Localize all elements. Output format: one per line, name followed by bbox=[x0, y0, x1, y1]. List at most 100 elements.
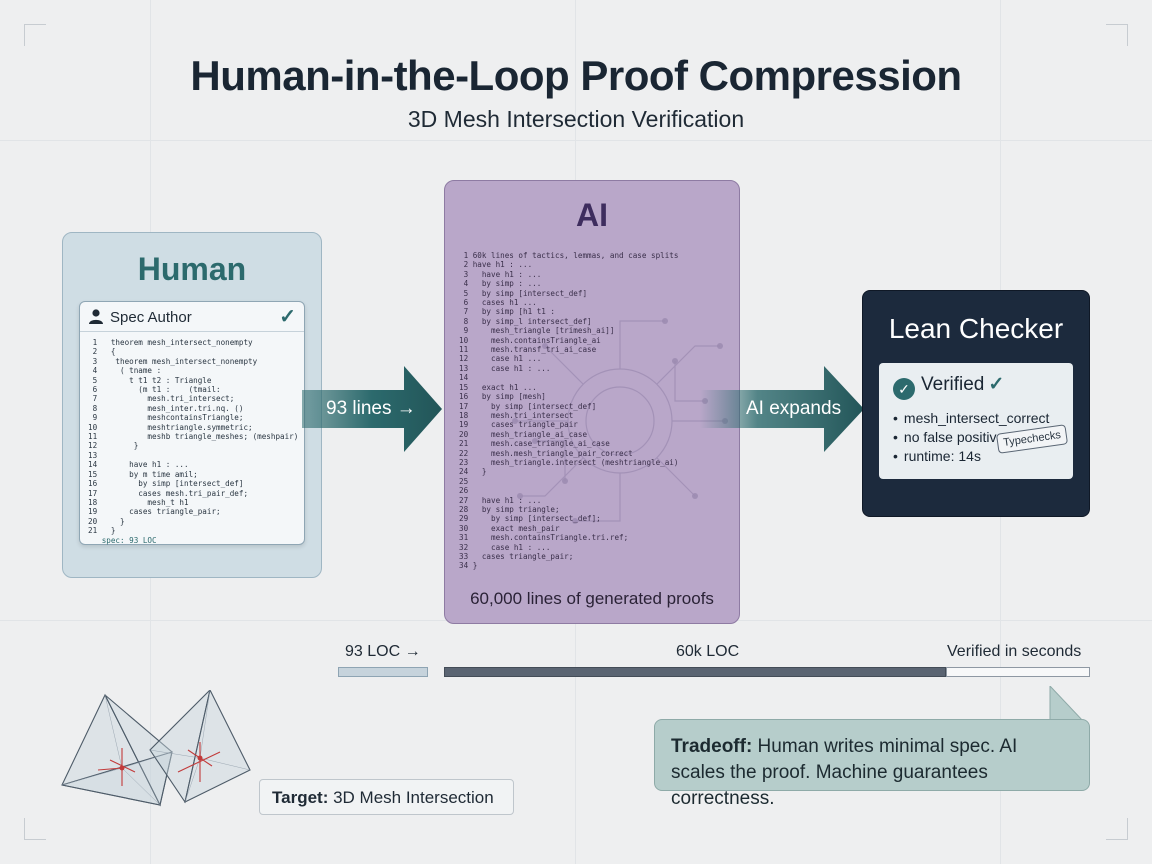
code-line: 26 bbox=[459, 486, 473, 496]
code-line: 15 exact h1 ... bbox=[459, 382, 537, 392]
spec-author-card: Spec Author ✓ 1 theorem mesh_intersect_n… bbox=[79, 301, 305, 545]
timeline-middle-label: 60k LOC bbox=[676, 643, 740, 660]
code-line: 25 bbox=[459, 476, 473, 486]
code-line: 7 mesh.tri_intersect; bbox=[88, 394, 235, 404]
corner-mark bbox=[24, 818, 46, 840]
code-line: 8 mesh_inter.tri.nq. () bbox=[88, 403, 244, 413]
code-line: 4 by simp : ... bbox=[459, 279, 542, 289]
code-line: 12 } bbox=[88, 441, 139, 451]
code-line: 13 case h1 : ... bbox=[459, 363, 551, 373]
code-line: 16 by simp [intersect_def] bbox=[88, 479, 244, 489]
code-line: 11 mesh.transf_tri_ai_case bbox=[459, 345, 597, 355]
code-line: 28 by simp triangle; bbox=[459, 504, 560, 514]
code-line: 20 mesh_triangle_ai_case bbox=[459, 429, 588, 439]
code-line: 18 mesh.tri_intersect bbox=[459, 410, 574, 420]
code-line: 6 cases h1 ... bbox=[459, 298, 537, 308]
spec-code-block: 1 theorem mesh_intersect_nonempty 2 { 3 … bbox=[88, 338, 298, 545]
verified-card: ✓Verified✓ mesh_intersect_correct no fal… bbox=[879, 363, 1073, 479]
corner-mark bbox=[1106, 818, 1128, 840]
code-line: 7 by simp [h1 t1 : bbox=[459, 307, 556, 317]
arrow-label-ai-expands: AI expands bbox=[746, 398, 842, 419]
ai-code-block: 1 60k lines of tactics, lemmas, and case… bbox=[459, 251, 678, 571]
human-title: Human bbox=[137, 251, 247, 287]
page-title: Human-in-the-Loop Proof Compression bbox=[190, 52, 962, 99]
code-line: 15 by m time amil; bbox=[88, 469, 198, 479]
code-line: 3 theorem mesh_intersect_nonempty bbox=[88, 356, 258, 366]
spec-footer: spec: 93 LOC bbox=[88, 535, 157, 545]
code-line: 6 (m t1 : (tmail: bbox=[88, 385, 221, 395]
code-line: 8 by simp_l intersect_def] bbox=[459, 316, 592, 326]
code-line: 32 case h1 : ... bbox=[459, 542, 551, 552]
ai-panel: AI 1 60k lines of tactics, lemmas, and c… bbox=[444, 180, 740, 624]
ai-footer: 60,000 lines of generated proofs bbox=[470, 589, 714, 608]
timeline-bar-human bbox=[338, 667, 428, 677]
code-line: 5 t t1 t2 : Triangle bbox=[88, 375, 212, 385]
code-line: 30 exact mesh_pair bbox=[459, 523, 560, 533]
code-line: 5 by simp [intersect_def] bbox=[459, 288, 588, 298]
lean-checker-panel: Lean Checker ✓Verified✓ mesh_intersect_c… bbox=[862, 290, 1090, 517]
code-line: 16 by simp [mesh] bbox=[459, 392, 546, 402]
target-label-box: Target: 3D Mesh Intersection bbox=[259, 779, 514, 815]
tradeoff-callout: Tradeoff: Human writes minimal spec. AI … bbox=[654, 719, 1090, 809]
code-line: 14 bbox=[459, 373, 473, 383]
page-subtitle: 3D Mesh Intersection Verification bbox=[407, 106, 745, 132]
code-line: 11 meshb triangle_meshes; (meshpair) bbox=[88, 432, 299, 442]
human-panel: Human Spec Author ✓ 1 theorem mesh_inter… bbox=[62, 232, 322, 578]
code-line: 2 have h1 : ... bbox=[459, 260, 533, 270]
code-line: 14 have h1 : ... bbox=[88, 460, 189, 470]
code-line: 21 } bbox=[88, 526, 116, 536]
target-text: 3D Mesh Intersection bbox=[328, 788, 494, 807]
code-line: 1 theorem mesh_intersect_nonempty bbox=[88, 338, 253, 347]
verified-list: mesh_intersect_correct no false positive… bbox=[893, 409, 1050, 466]
code-line: 13 bbox=[88, 450, 102, 460]
code-line: 34 } bbox=[459, 561, 478, 571]
code-line: 17 cases mesh.tri_pair_def; bbox=[88, 488, 249, 498]
list-item: no false positives bbox=[893, 428, 1049, 447]
check-circle-icon: ✓ bbox=[893, 378, 915, 400]
code-line: 21 mesh.case_triangle_ai_case bbox=[459, 439, 610, 449]
target-label: Target: bbox=[272, 788, 329, 807]
list-item: runtime: 14s bbox=[893, 447, 1049, 466]
timeline-bar-verify bbox=[946, 667, 1090, 677]
code-line: 18 mesh_t h1 bbox=[88, 497, 189, 507]
checkmark-icon: ✓ bbox=[988, 374, 1005, 395]
verified-status: Verified bbox=[921, 374, 985, 395]
arrow-label-93-lines: 93 lines → bbox=[326, 398, 416, 419]
code-line: 4 ( tname : bbox=[88, 366, 162, 376]
code-line: 9 meshcontainsTriangle; bbox=[88, 413, 244, 423]
verified-heading: ✓Verified✓ bbox=[893, 373, 1004, 400]
ai-title: AI bbox=[576, 197, 608, 233]
checkmark-icon: ✓ bbox=[279, 306, 296, 328]
tradeoff-text: Human writes minimal spec. AI scales the… bbox=[671, 736, 1018, 809]
code-line: 12 case h1 ... bbox=[459, 354, 542, 364]
code-line: 24 } bbox=[459, 467, 487, 477]
code-line: 33 cases triangle_pair; bbox=[459, 552, 574, 561]
code-line: 27 have h1 : ... bbox=[459, 495, 542, 505]
background-grid-line bbox=[0, 140, 1152, 141]
list-item: mesh_intersect_correct bbox=[893, 409, 1050, 428]
spec-card-header: Spec Author ✓ bbox=[80, 302, 304, 332]
code-line: 10 meshtriangle.symmetric; bbox=[88, 422, 253, 432]
user-icon bbox=[89, 309, 103, 324]
code-line: 20 } bbox=[88, 516, 125, 526]
code-line: 9 mesh_triangle [trimesh_ai]] bbox=[459, 326, 615, 336]
code-line: 19 cases triangle_pair bbox=[459, 420, 578, 430]
code-line: 17 by simp [intersect_def] bbox=[459, 401, 597, 411]
lean-title: Lean Checker bbox=[888, 313, 1064, 344]
callout-tail-icon bbox=[1049, 686, 1085, 722]
arrow-right-icon bbox=[700, 366, 864, 452]
arrow-right-icon bbox=[302, 366, 442, 452]
code-line: 23 mesh_triangle.intersect (meshtriangle… bbox=[459, 457, 679, 467]
code-line: 1 60k lines of tactics, lemmas, and case… bbox=[459, 251, 679, 260]
corner-mark bbox=[24, 24, 46, 46]
corner-mark bbox=[1106, 24, 1128, 46]
timeline-left-label: 93 LOC → bbox=[345, 643, 421, 660]
code-line: 3 have h1 : ... bbox=[459, 269, 542, 279]
code-line: 29 by simp [intersect_def]; bbox=[459, 514, 601, 524]
spec-author-label: Spec Author bbox=[110, 309, 192, 326]
timeline-bar-ai bbox=[444, 667, 946, 677]
code-line: 22 mesh.mesh_triangle_pair_correct bbox=[459, 448, 633, 458]
timeline-right-label: Verified in seconds bbox=[947, 643, 1082, 660]
code-line: 2 { bbox=[88, 347, 116, 357]
code-line: 10 mesh.containsTriangle_ai bbox=[459, 335, 601, 345]
